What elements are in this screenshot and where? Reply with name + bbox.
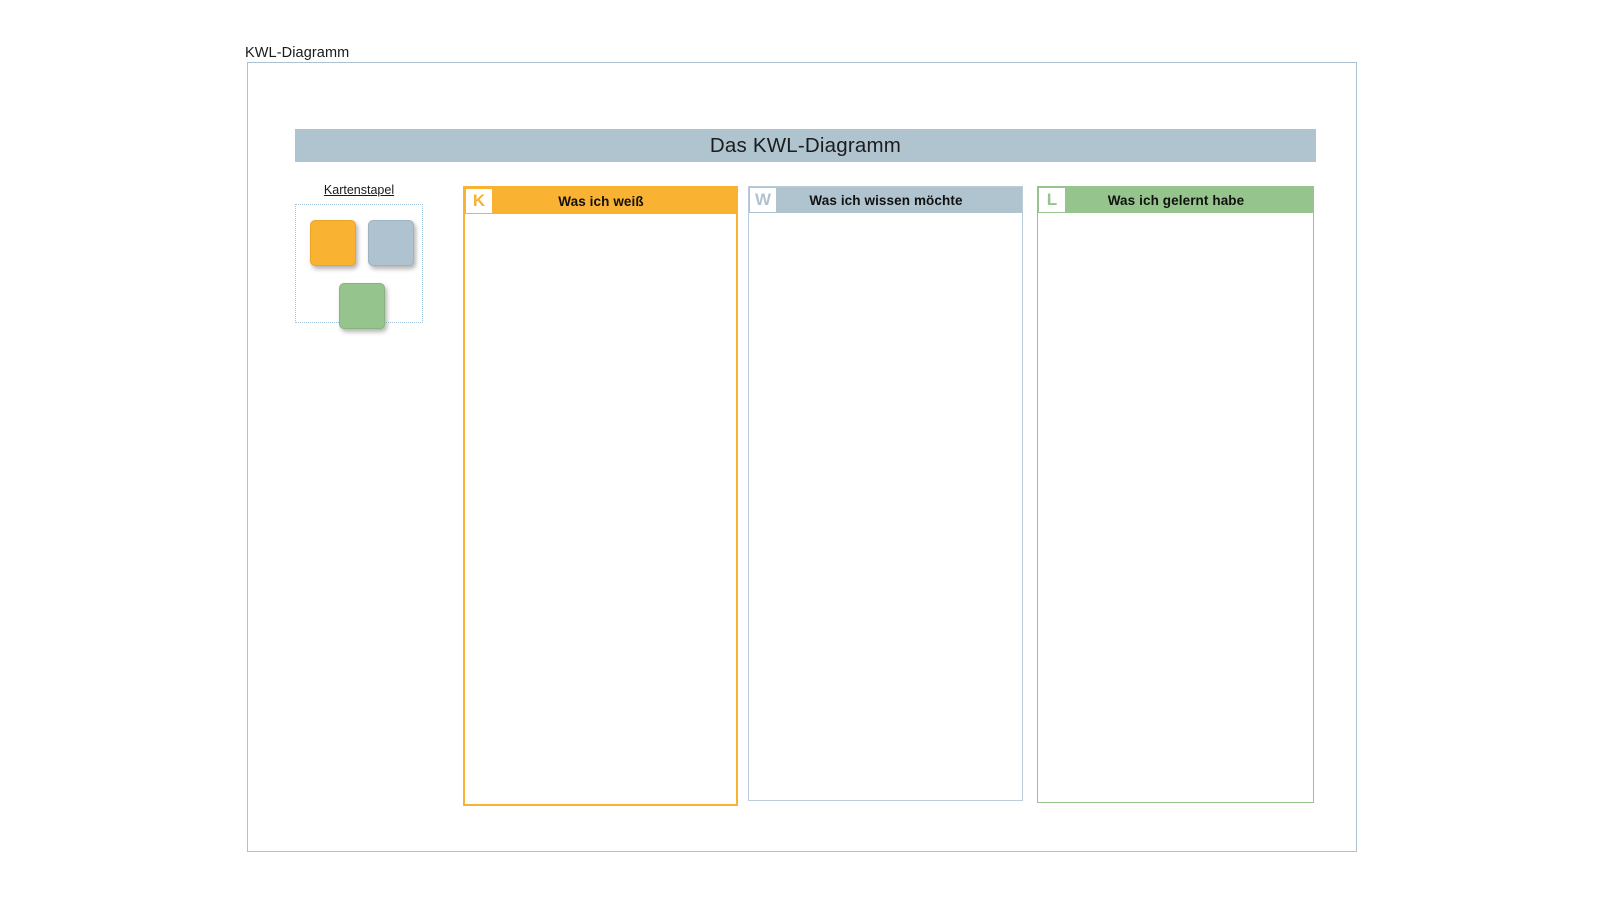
card-stack-dropzone[interactable] xyxy=(295,204,423,329)
kwl-column-w: W Was ich wissen möchte xyxy=(748,186,1023,801)
kwl-column-w-title: Was ich wissen möchte xyxy=(809,192,963,208)
kwl-badge-w: W xyxy=(750,188,776,212)
banner-title: Das KWL-Diagramm xyxy=(709,133,902,157)
kwl-column-l-title: Was ich gelernt habe xyxy=(1107,192,1245,208)
kwl-column-l-dropzone[interactable] xyxy=(1038,213,1313,800)
kwl-column-w-dropzone[interactable] xyxy=(749,213,1022,798)
stack-card-blue[interactable] xyxy=(368,220,414,266)
card-stack-panel: Kartenstapel xyxy=(295,183,423,329)
page-title: KWL-Diagramm xyxy=(245,45,350,61)
kwl-column-w-header: W Was ich wissen möchte xyxy=(749,187,1022,213)
kwl-badge-l: L xyxy=(1039,188,1065,212)
stack-card-green[interactable] xyxy=(339,283,385,329)
kwl-column-l-header: L Was ich gelernt habe xyxy=(1038,187,1313,213)
kwl-column-k-title: Was ich weiß xyxy=(558,193,644,209)
kwl-column-k-header: K Was ich weiß xyxy=(465,188,736,214)
stack-card-orange[interactable] xyxy=(310,220,356,266)
kwl-column-k-dropzone[interactable] xyxy=(465,214,736,804)
kwl-column-k: K Was ich weiß xyxy=(463,186,738,806)
kwl-column-l: L Was ich gelernt habe xyxy=(1037,186,1314,803)
kwl-badge-k: K xyxy=(466,189,492,213)
card-stack-label: Kartenstapel xyxy=(323,183,395,197)
worksheet-banner: Das KWL-Diagramm xyxy=(295,129,1316,162)
